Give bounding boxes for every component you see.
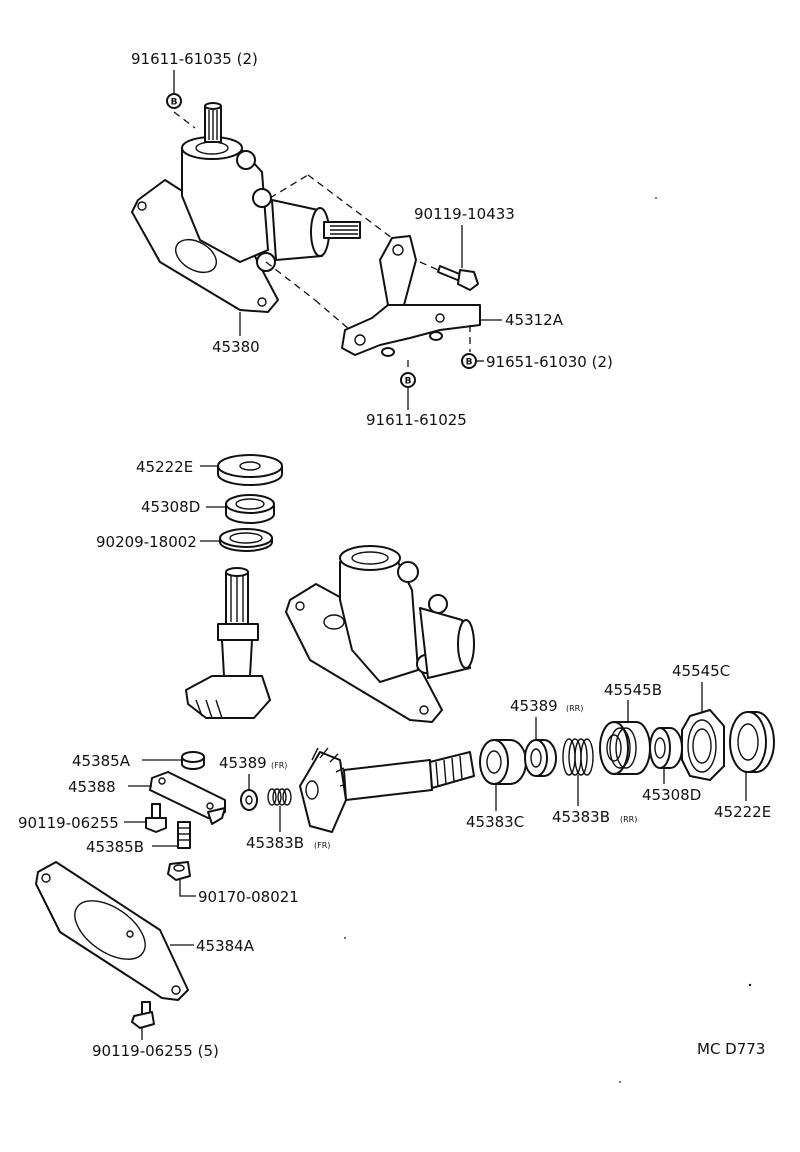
adjust-screw-45385B [177,821,191,849]
part-label-91611-61035: 91611-61035 (2) [131,50,258,68]
spring-45383B-rr [562,738,594,776]
part-label-45388: 45388 [68,778,116,796]
plate-45388 [149,771,226,825]
plug-45385A [181,751,205,770]
bolt-marker-icon: B [166,93,182,109]
part-label-91651-61030: 91651-61030 (2) [486,353,613,371]
part-label-45380: 45380 [212,338,260,356]
position-tag-rr: (RR) [620,815,637,824]
bolt-marker-icon: B [461,353,477,369]
sector-shaft-gear [185,567,271,719]
washer-90209-18002 [219,528,273,552]
part-label-45312A: 45312A [505,311,564,329]
bracket-45312A [341,235,481,357]
part-label-90209-18002: 90209-18002 [96,533,197,551]
svg-text:B: B [171,98,178,108]
part-label-45308D-side: 45308D [642,786,701,804]
part-label-45385A: 45385A [72,752,131,770]
part-label-45222E-top: 45222E [136,458,193,476]
part-label-90119-06255: 90119-06255 [18,814,119,832]
part-label-45383C: 45383C [466,813,524,831]
svg-text:B: B [405,377,412,387]
oil-seal-45222E-side [729,711,775,773]
part-label-90170-08021: 90170-08021 [198,888,299,906]
part-label-45389-rr: 45389 [510,697,558,715]
svg-text:B: B [466,358,473,368]
part-label-45389-fr: 45389 [219,754,267,772]
part-label-45222E-side: 45222E [714,803,771,821]
bearing-45545B [599,721,651,775]
part-label-45383B-fr: 45383B [246,834,304,852]
bolt-marker-icon: B [400,372,416,388]
cover-plate-45384A [35,861,189,1001]
spring-45383B-fr [267,788,292,806]
nut-90170-08021 [167,861,191,881]
bushing-45389-rr [524,739,557,777]
gear-housing-lower [285,545,475,723]
locknut-45545C [681,709,725,781]
part-label-91611-61025: 91611-61025 [366,411,467,429]
gear-housing-45380 [131,102,361,313]
diagram-code: MC D773 [697,1040,765,1058]
bushing-45389-fr [240,789,258,811]
alignment-lines-upper [173,111,471,372]
bearing-45308D-side [649,727,683,769]
part-label-45383B-rr: 45383B [552,808,610,826]
part-label-45384A: 45384A [196,937,255,955]
oil-seal-45222E-top [217,454,283,486]
position-tag-fr: (FR) [271,761,287,770]
worm-shaft [299,747,475,833]
part-label-45385B: 45385B [86,838,144,856]
bolt-90119-06255-x5 [131,1001,155,1029]
position-tag-rr: (RR) [566,704,583,713]
part-label-45308D-top: 45308D [141,498,200,516]
part-label-90119-06255-5: 90119-06255 (5) [92,1042,219,1060]
bearing-45308D-top [225,494,275,524]
bearing-45383C [479,739,527,785]
bolt-90119-06255 [145,803,167,833]
position-tag-fr: (FR) [314,841,330,850]
part-label-45545B: 45545B [604,681,662,699]
part-label-90119-10433: 90119-10433 [414,205,515,223]
part-label-45545C: 45545C [672,662,730,680]
bolt-90119-10433 [437,265,479,291]
